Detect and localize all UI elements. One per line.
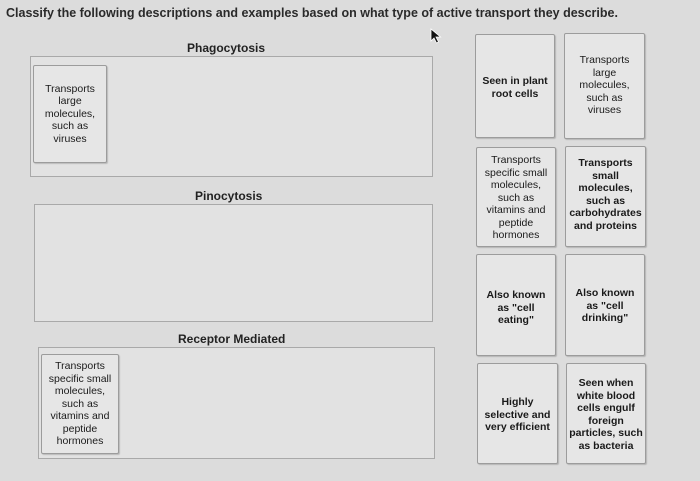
instructions-text: Classify the following descriptions and …: [6, 6, 618, 20]
card-seen-in-plant-root-cells[interactable]: Seen in plant root cells: [475, 34, 555, 138]
card-text: Transports specific small molecules, suc…: [484, 154, 548, 241]
mouse-pointer-icon: [430, 28, 442, 44]
card-highly-selective[interactable]: Highly selective and very efficient: [477, 363, 558, 464]
card-white-blood-cells[interactable]: Seen when white blood cells engulf forei…: [566, 363, 646, 464]
placed-card-specific-small-molecules[interactable]: Transports specific small molecules, suc…: [41, 354, 119, 454]
card-text: Transports small molecules, such as carb…: [569, 157, 642, 232]
drop-zone-phagocytosis[interactable]: Transports large molecules, such as viru…: [30, 56, 433, 177]
card-text: Transports large molecules, such as viru…: [44, 82, 96, 145]
card-text: Also known as "cell drinking": [575, 287, 635, 324]
card-small-molecules[interactable]: Transports small molecules, such as carb…: [565, 146, 646, 247]
card-large-molecules[interactable]: Transports large molecules, such as viru…: [564, 33, 645, 139]
card-cell-drinking[interactable]: Also known as "cell drinking": [565, 254, 645, 356]
placed-card-large-molecules[interactable]: Transports large molecules, such as viru…: [33, 65, 107, 163]
card-text: Highly selective and very efficient: [484, 396, 551, 433]
drop-zone-receptor-mediated[interactable]: Transports specific small molecules, suc…: [38, 347, 435, 459]
card-cell-eating[interactable]: Also known as "cell eating": [476, 254, 556, 356]
drop-zone-pinocytosis[interactable]: [34, 204, 433, 322]
category-title-receptor-mediated: Receptor Mediated: [178, 332, 286, 346]
card-text: Also known as "cell eating": [486, 289, 546, 326]
card-text: Transports specific small molecules, suc…: [48, 360, 112, 448]
category-title-phagocytosis: Phagocytosis: [187, 41, 266, 55]
card-text: Seen in plant root cells: [482, 75, 548, 100]
card-specific-small-molecules[interactable]: Transports specific small molecules, suc…: [476, 147, 556, 247]
card-text: Seen when white blood cells engulf forei…: [569, 377, 643, 452]
card-text: Transports large molecules, such as viru…: [579, 54, 630, 116]
category-title-pinocytosis: Pinocytosis: [195, 189, 263, 203]
